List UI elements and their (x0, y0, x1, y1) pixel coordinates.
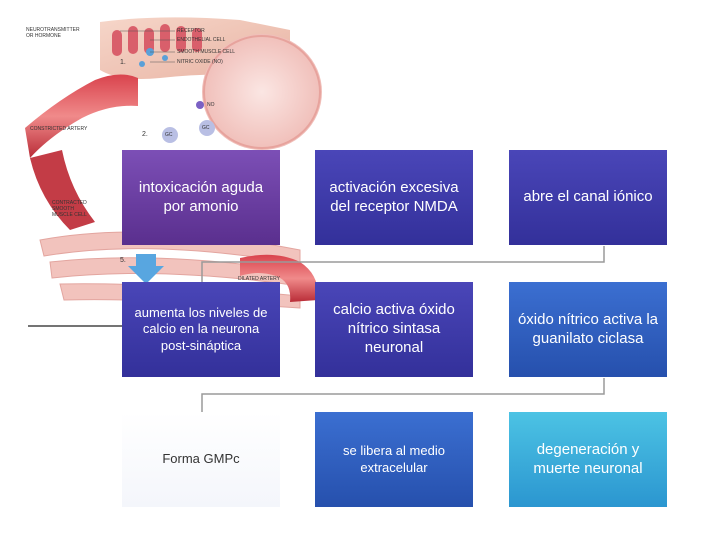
gc-molecule (162, 127, 178, 143)
constricted-artery (25, 74, 138, 158)
label-no: NO (207, 102, 215, 108)
step-ammonia-intoxication: intoxicación aguda por amonio (122, 150, 280, 245)
label-smooth-muscle: SMOOTH MUSCLE CELL (177, 49, 236, 55)
step-text: abre el canal iónico (523, 188, 653, 206)
endothelial-villi (112, 24, 202, 56)
step-text: calcio activa óxido nítrico sintasa neur… (333, 301, 455, 356)
label-dilated-artery: DILATED ARTERY (238, 276, 280, 282)
step-text: degeneración y muerte neuronal (533, 440, 643, 477)
label-neurotransmitter: NEUROTRANSMITTER OR HORMONE (26, 27, 80, 39)
step-arrow-icon (128, 254, 164, 284)
step-text: se libera al medio extracelular (343, 443, 445, 475)
smooth-muscle-cell (202, 34, 322, 150)
step-cgmp: Forma GMPc (122, 412, 280, 507)
dilated-artery (240, 254, 319, 302)
label-contracted-smooth-muscle: CONTRACTED SMOOTH MUSCLE CELL (52, 200, 87, 218)
label-gc: GC (165, 132, 173, 138)
label-step2: 2. (142, 131, 148, 138)
label-step5: 5. (120, 257, 126, 264)
step-neuronal-death: degeneración y muerte neuronal (509, 412, 667, 507)
step-text: intoxicación aguda por amonio (138, 178, 264, 215)
label-constricted-artery: CONSTRICTED ARTERY (30, 126, 88, 132)
step-text: óxido nítrico activa la guanilato ciclas… (517, 310, 659, 347)
step-nmda-activation: activación excesiva del receptor NMDA (315, 150, 473, 245)
label-nitric-oxide: NITRIC OXIDE (NO) (177, 59, 223, 65)
step-calcium-nos: calcio activa óxido nítrico sintasa neur… (315, 282, 473, 377)
step-extracellular-release: se libera al medio extracelular (315, 412, 473, 507)
step-text: Forma GMPc (162, 451, 240, 467)
step-ion-channel: abre el canal iónico (509, 150, 667, 245)
label-step1: 1. (120, 59, 126, 66)
label-receptor: RECEPTOR (177, 28, 205, 34)
step-calcium-levels: aumenta los niveles de calcio en la neur… (122, 282, 280, 377)
label-endothelial: ENDOTHELIAL CELL (177, 37, 226, 43)
label-gc-2: GC (202, 125, 210, 131)
no-molecule (196, 101, 204, 109)
step-text: activación excesiva del receptor NMDA (329, 178, 459, 215)
step-text: aumenta los niveles de calcio en la neur… (134, 305, 268, 353)
flow-connectors (201, 246, 605, 412)
step-guanylate-cyclase: óxido nítrico activa la guanilato ciclas… (509, 282, 667, 377)
gc-molecule-2 (199, 120, 215, 136)
